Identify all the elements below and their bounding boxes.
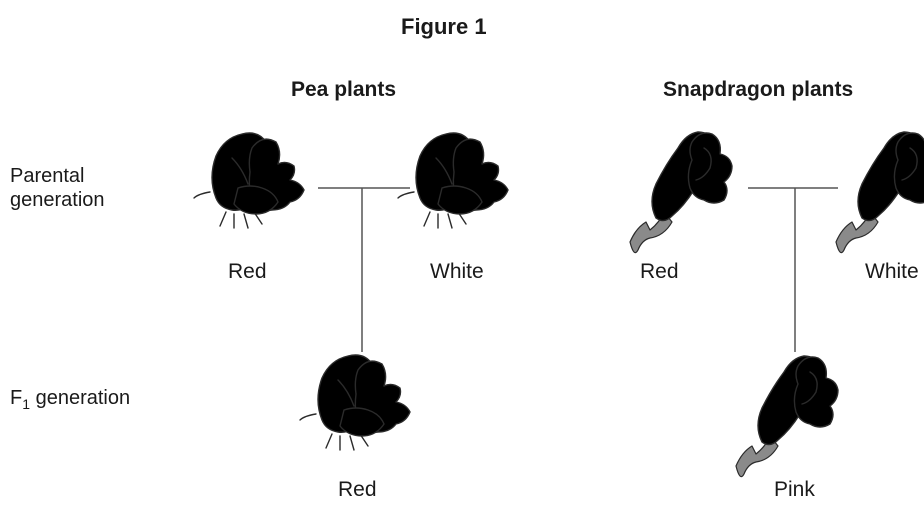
snapdragon-flower-icon bbox=[630, 132, 732, 253]
pea-flower-icon bbox=[398, 133, 508, 228]
pea-flower-icon bbox=[194, 133, 304, 228]
pea-flower-icon bbox=[300, 355, 410, 450]
snapdragon-flower-icon bbox=[836, 132, 924, 253]
snapdragon-flower-icon bbox=[736, 356, 838, 477]
